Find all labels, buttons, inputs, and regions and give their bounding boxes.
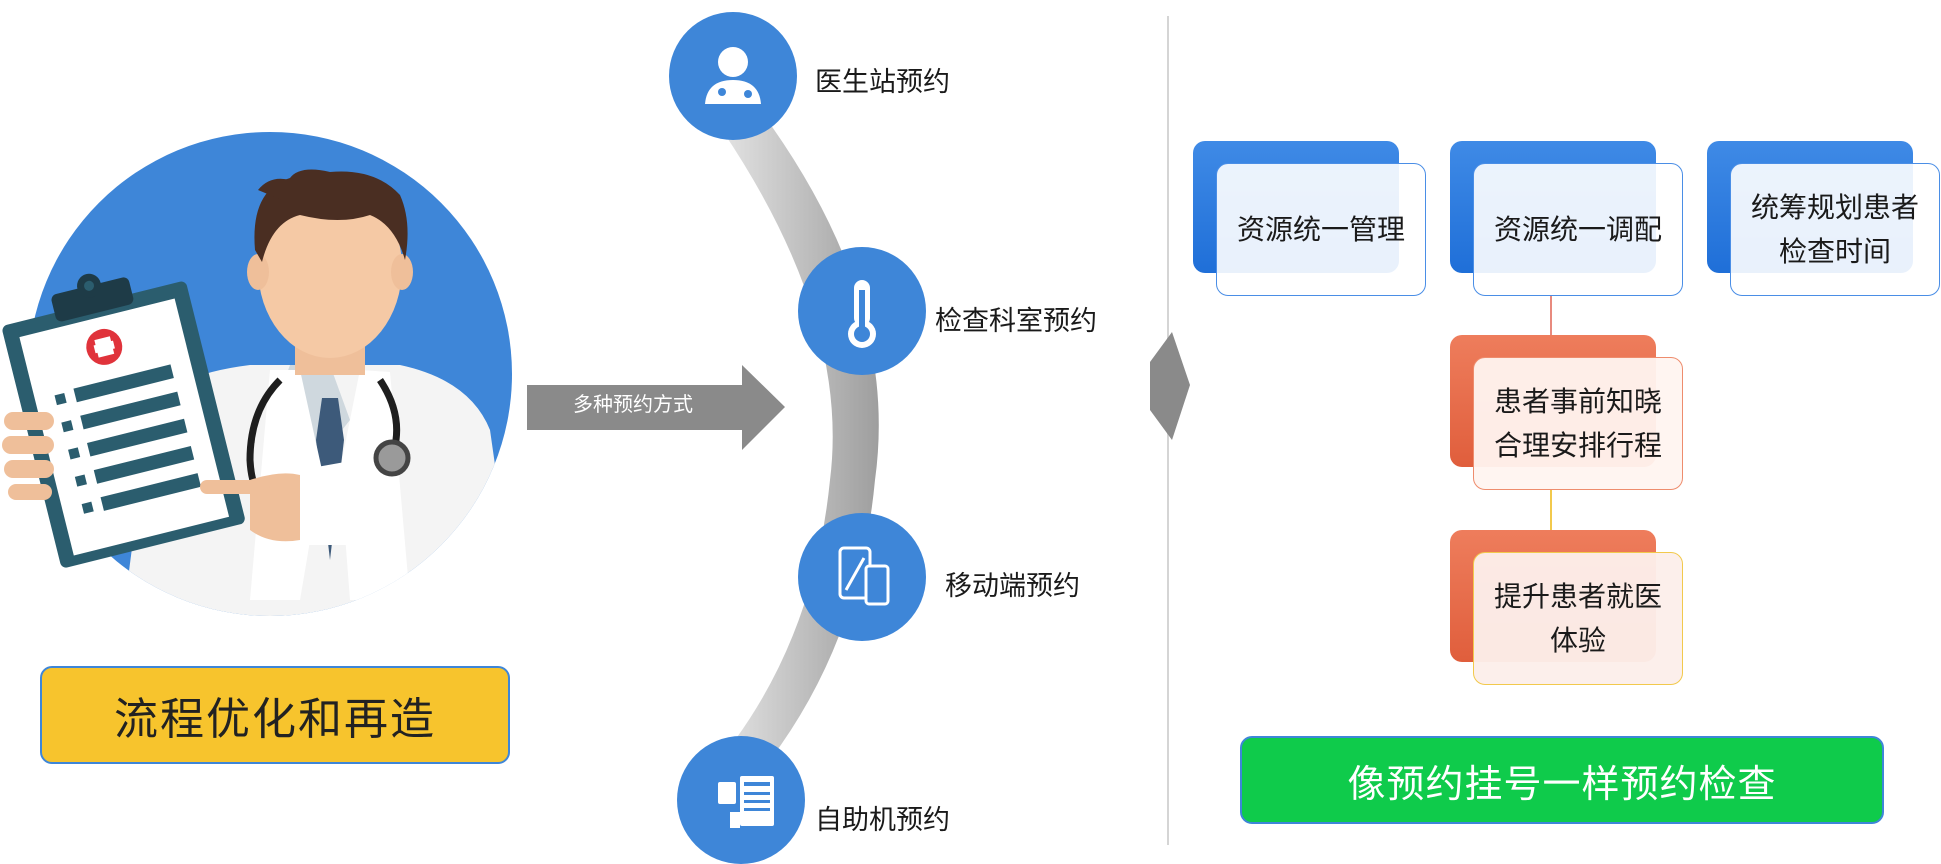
- channel-label-mobile[interactable]: 移动端预约: [945, 571, 1080, 602]
- patient-experience-box: 提升患者就医 体验: [1473, 552, 1683, 685]
- resource-management-box: 资源统一管理: [1216, 163, 1426, 296]
- doctor-hair: [254, 169, 408, 262]
- channel-label-doctor-station[interactable]: 医生站预约: [815, 67, 950, 98]
- channel-label-kiosk[interactable]: 自助机预约: [815, 805, 950, 836]
- resource-allocation-box: 资源统一调配: [1473, 163, 1683, 296]
- resource-management-text: 资源统一管理: [1236, 212, 1405, 246]
- resource-allocation-text: 资源统一调配: [1493, 212, 1662, 246]
- doctor-face: [258, 178, 402, 358]
- schedule-planning-box: 统筹规划患者 检查时间: [1730, 163, 1940, 296]
- pointing-hand: [200, 462, 350, 545]
- left-hand: [2, 412, 54, 500]
- kiosk-icon: [718, 776, 774, 828]
- schedule-planning-line-1: 统筹规划患者: [1750, 190, 1919, 224]
- channel-label-exam-dept[interactable]: 检查科室预约: [935, 306, 1097, 337]
- thermometer-icon: [848, 280, 876, 348]
- mobile-node[interactable]: [798, 513, 926, 641]
- patient-experience-line-2: 体验: [1549, 623, 1606, 657]
- mobile-devices-icon: [838, 546, 890, 606]
- doctor-icon: [705, 47, 761, 104]
- process-optimization-text: 流程优化和再造: [114, 694, 436, 745]
- doctor-illustration: [2, 132, 512, 616]
- clipboard: [2, 273, 245, 568]
- schedule-planning-line-2: 检查时间: [1778, 234, 1891, 268]
- booking-banner: 像预约挂号一样预约检查: [1240, 736, 1884, 824]
- methods-arrow: [527, 365, 785, 450]
- patient-awareness-line-1: 患者事前知晓: [1493, 384, 1662, 418]
- patient-experience-line-1: 提升患者就医: [1493, 579, 1662, 613]
- patient-awareness-box: 患者事前知晓 合理安排行程: [1473, 357, 1683, 490]
- result-arrow: [1150, 332, 1190, 440]
- patient-awareness-line-2: 合理安排行程: [1493, 428, 1662, 462]
- booking-banner-text: 像预约挂号一样预约检查: [1347, 761, 1777, 806]
- process-optimization-label: 流程优化和再造: [40, 666, 510, 764]
- methods-arrow-label: 多种预约方式: [573, 392, 693, 416]
